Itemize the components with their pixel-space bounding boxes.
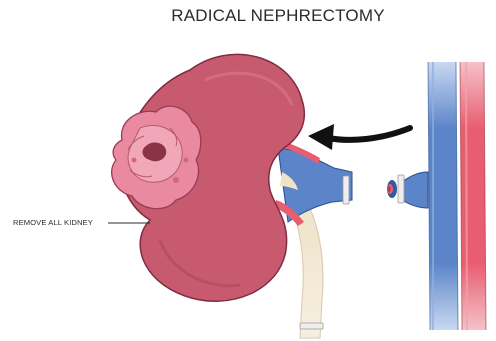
- aorta: [460, 62, 486, 330]
- vena-cava: [428, 62, 458, 330]
- tumor: [112, 106, 201, 209]
- remove-kidney-label: REMOVE ALL KIDNEY: [13, 218, 93, 227]
- curved-arrow-icon: [308, 124, 410, 150]
- renal-vessels: [274, 140, 352, 226]
- renal-vein-stump: [387, 172, 428, 208]
